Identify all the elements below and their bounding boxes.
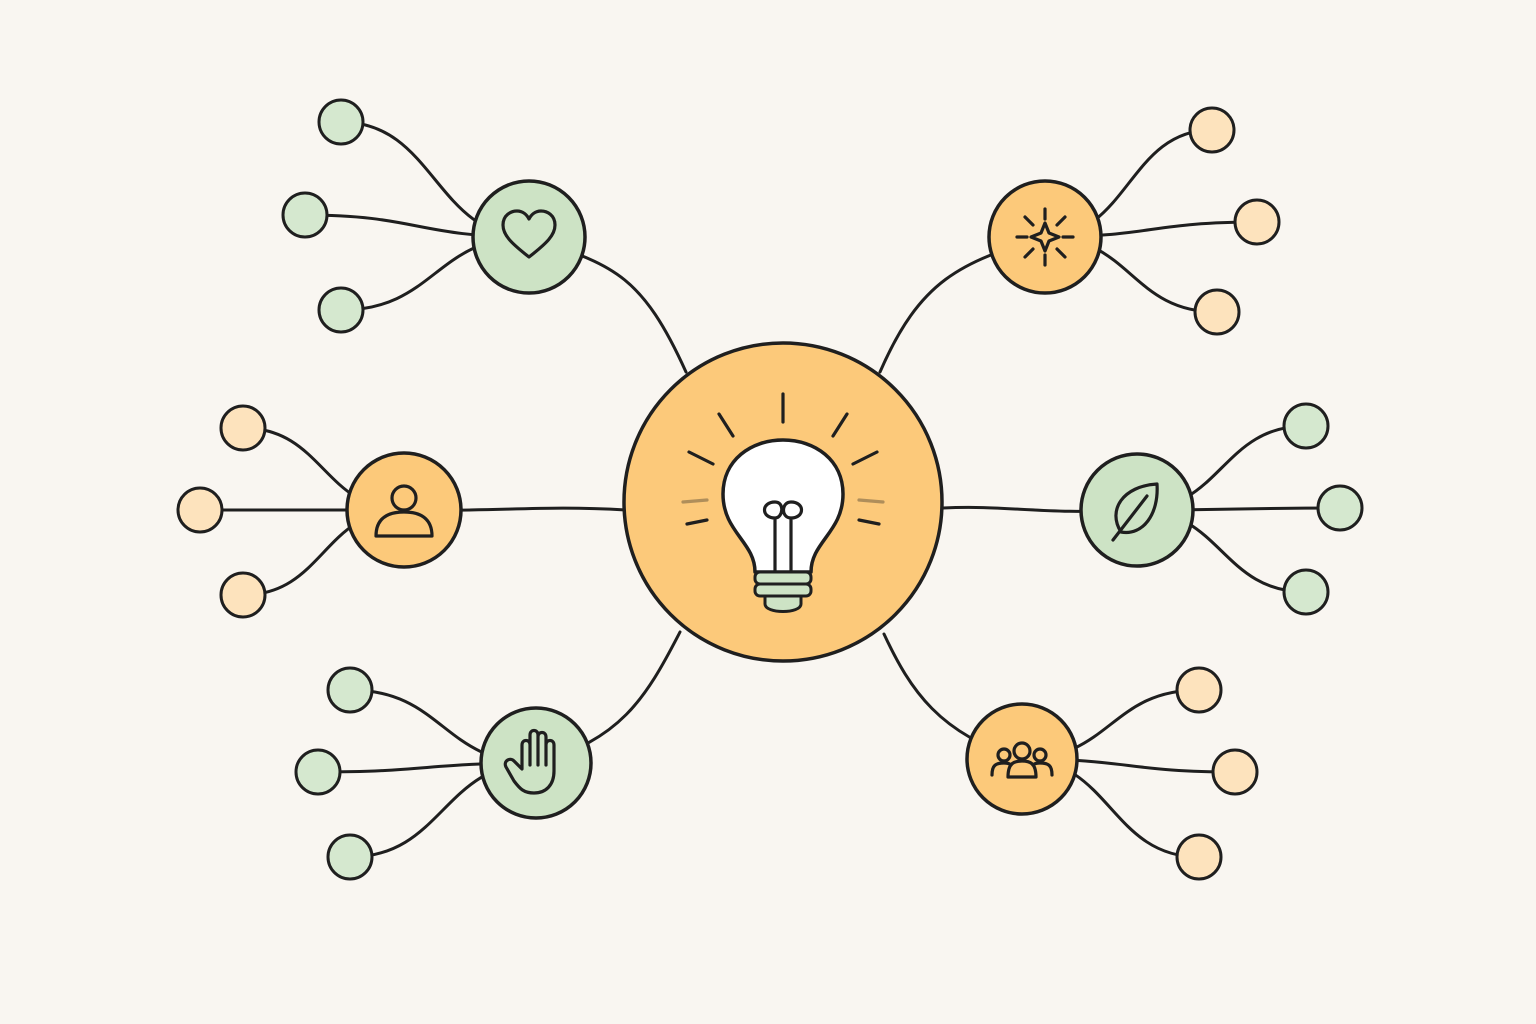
branch-circle <box>471 179 587 295</box>
leaf-node <box>219 404 267 452</box>
leaf-icon <box>1111 482 1159 542</box>
leaf-node <box>1188 106 1236 154</box>
branch-node-leaf <box>1079 452 1195 568</box>
branch-circle <box>479 706 593 820</box>
heart-icon <box>501 209 557 259</box>
person-icon <box>374 484 434 538</box>
leaf-node <box>1193 288 1241 336</box>
leaf-node <box>281 191 329 239</box>
leaf-node <box>326 666 374 714</box>
leaf-node <box>317 98 365 146</box>
center-node <box>622 341 944 663</box>
branch-node-heart <box>471 179 587 295</box>
branch-circle <box>987 179 1103 295</box>
leaf-node <box>219 571 267 619</box>
branch-node-person <box>345 451 463 569</box>
sparkle-icon <box>1015 207 1075 267</box>
branch-nodes <box>345 179 1195 820</box>
leaf-nodes <box>176 98 1364 881</box>
lightbulb-icon <box>681 392 885 613</box>
hand-icon <box>503 728 556 795</box>
leaf-node <box>1282 402 1330 450</box>
leaf-node <box>1282 568 1330 616</box>
leaf-node <box>1211 748 1259 796</box>
leaf-node <box>1316 484 1364 532</box>
leaf-node <box>294 748 342 796</box>
branch-node-group <box>965 702 1079 816</box>
leaf-node <box>176 486 224 534</box>
leaf-node <box>1233 198 1281 246</box>
branch-node-hand <box>479 706 593 820</box>
leaf-node <box>326 833 374 881</box>
branch-node-sparkle <box>987 179 1103 295</box>
leaf-node <box>317 286 365 334</box>
leaf-node <box>1175 833 1223 881</box>
group-icon <box>990 741 1054 779</box>
leaf-node <box>1175 666 1223 714</box>
